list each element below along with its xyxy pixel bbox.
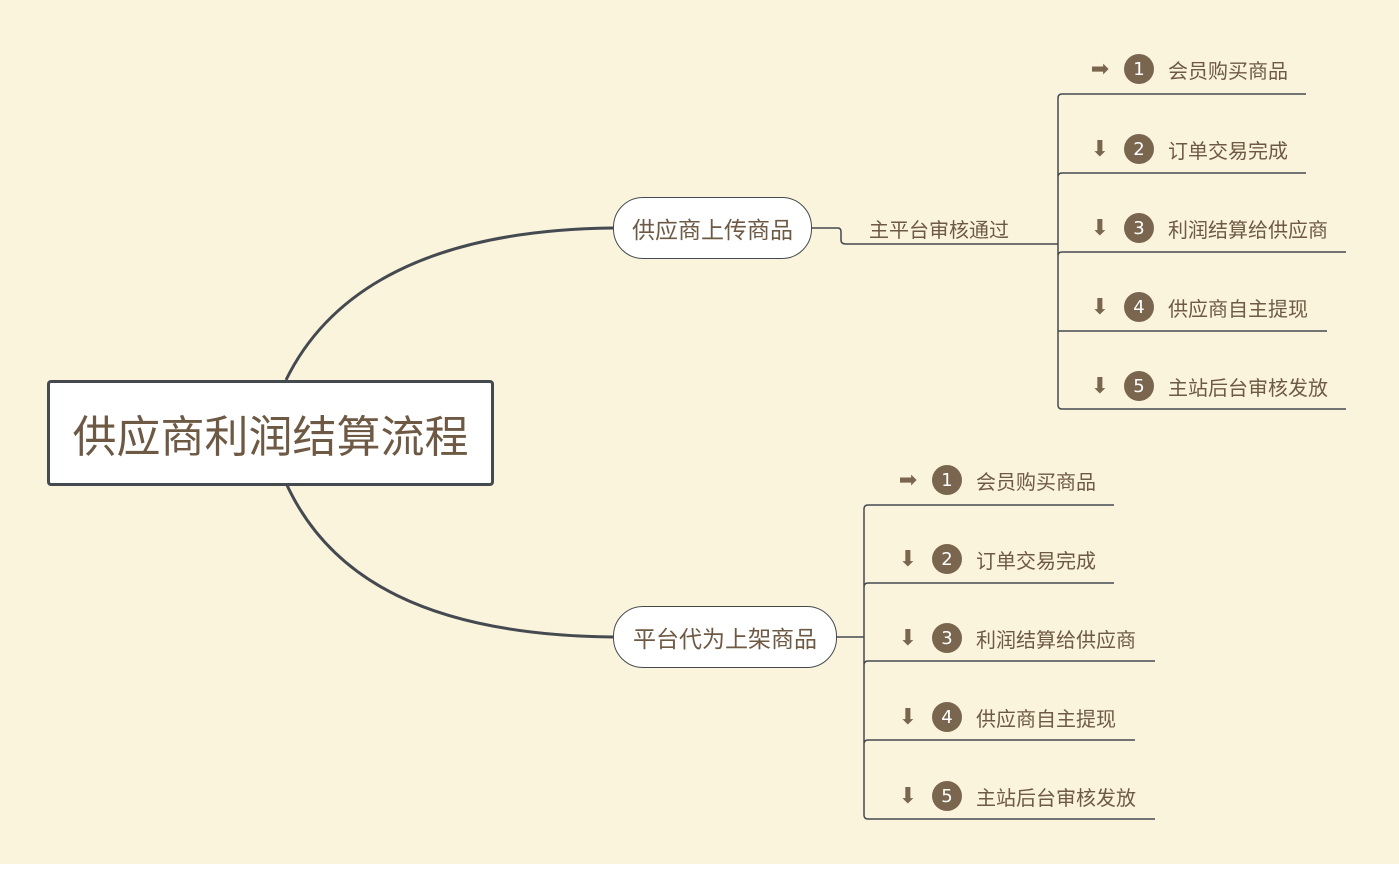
step-number-badge: 5	[932, 781, 962, 811]
step-text: 会员购买商品	[1168, 58, 1288, 83]
connector-branch1-label	[811, 227, 1058, 245]
step-text: 供应商自主提现	[1168, 296, 1308, 321]
branch-title: 供应商上传商品	[632, 218, 793, 244]
arrow-down-icon: ⬇	[898, 546, 918, 572]
arrow-down-icon: ⬇	[1090, 294, 1110, 320]
step-text: 主站后台审核发放	[976, 785, 1136, 810]
branch-label: 主平台审核通过	[869, 218, 1009, 242]
step-number-badge: 1	[932, 465, 962, 495]
step-number-badge: 2	[932, 544, 962, 574]
step-item[interactable]: ⬇ 2 订单交易完成	[1088, 134, 1288, 164]
arrow-down-icon: ⬇	[898, 625, 918, 651]
step-text: 利润结算给供应商	[1168, 217, 1328, 242]
step-number-badge: 3	[932, 623, 962, 653]
arrow-right-icon: ➡	[1090, 56, 1110, 82]
step-text: 订单交易完成	[976, 548, 1096, 573]
step-number-badge: 2	[1124, 134, 1154, 164]
arrow-down-icon: ⬇	[1090, 215, 1110, 241]
step-text: 主站后台审核发放	[1168, 375, 1328, 400]
step-item[interactable]: ⬇ 5 主站后台审核发放	[1088, 371, 1328, 401]
connector-branch2-steps	[836, 504, 1155, 820]
root-title: 供应商利润结算流程	[72, 412, 469, 463]
step-text: 会员购买商品	[976, 469, 1096, 494]
step-item[interactable]: ⬇ 4 供应商自主提现	[1088, 292, 1308, 322]
step-number-badge: 1	[1124, 54, 1154, 84]
branch-topic-platform-listing[interactable]: 平台代为上架商品	[613, 606, 837, 668]
step-number-badge: 4	[932, 702, 962, 732]
arrow-down-icon: ⬇	[1090, 136, 1110, 162]
arrow-right-icon: ➡	[898, 467, 918, 493]
step-item[interactable]: ⬇ 3 利润结算给供应商	[896, 623, 1136, 653]
step-item[interactable]: ➡ 1 会员购买商品	[1088, 54, 1288, 84]
step-item[interactable]: ⬇ 4 供应商自主提现	[896, 702, 1116, 732]
connector-branch1-steps	[1057, 93, 1346, 410]
connector-root-branch1	[284, 226, 614, 381]
step-text: 利润结算给供应商	[976, 627, 1136, 652]
step-item[interactable]: ⬇ 2 订单交易完成	[896, 544, 1096, 574]
step-number-badge: 5	[1124, 371, 1154, 401]
step-number-badge: 3	[1124, 213, 1154, 243]
step-item[interactable]: ⬇ 5 主站后台审核发放	[896, 781, 1136, 811]
arrow-down-icon: ⬇	[898, 783, 918, 809]
branch-topic-supplier-upload[interactable]: 供应商上传商品	[613, 197, 812, 259]
step-item[interactable]: ⬇ 3 利润结算给供应商	[1088, 213, 1328, 243]
connector-root-branch2	[284, 482, 614, 639]
branch-title: 平台代为上架商品	[633, 627, 817, 653]
step-text: 订单交易完成	[1168, 138, 1288, 163]
arrow-down-icon: ⬇	[1090, 373, 1110, 399]
arrow-down-icon: ⬇	[898, 704, 918, 730]
step-item[interactable]: ➡ 1 会员购买商品	[896, 465, 1096, 495]
step-text: 供应商自主提现	[976, 706, 1116, 731]
step-number-badge: 4	[1124, 292, 1154, 322]
root-topic[interactable]: 供应商利润结算流程	[47, 380, 494, 486]
